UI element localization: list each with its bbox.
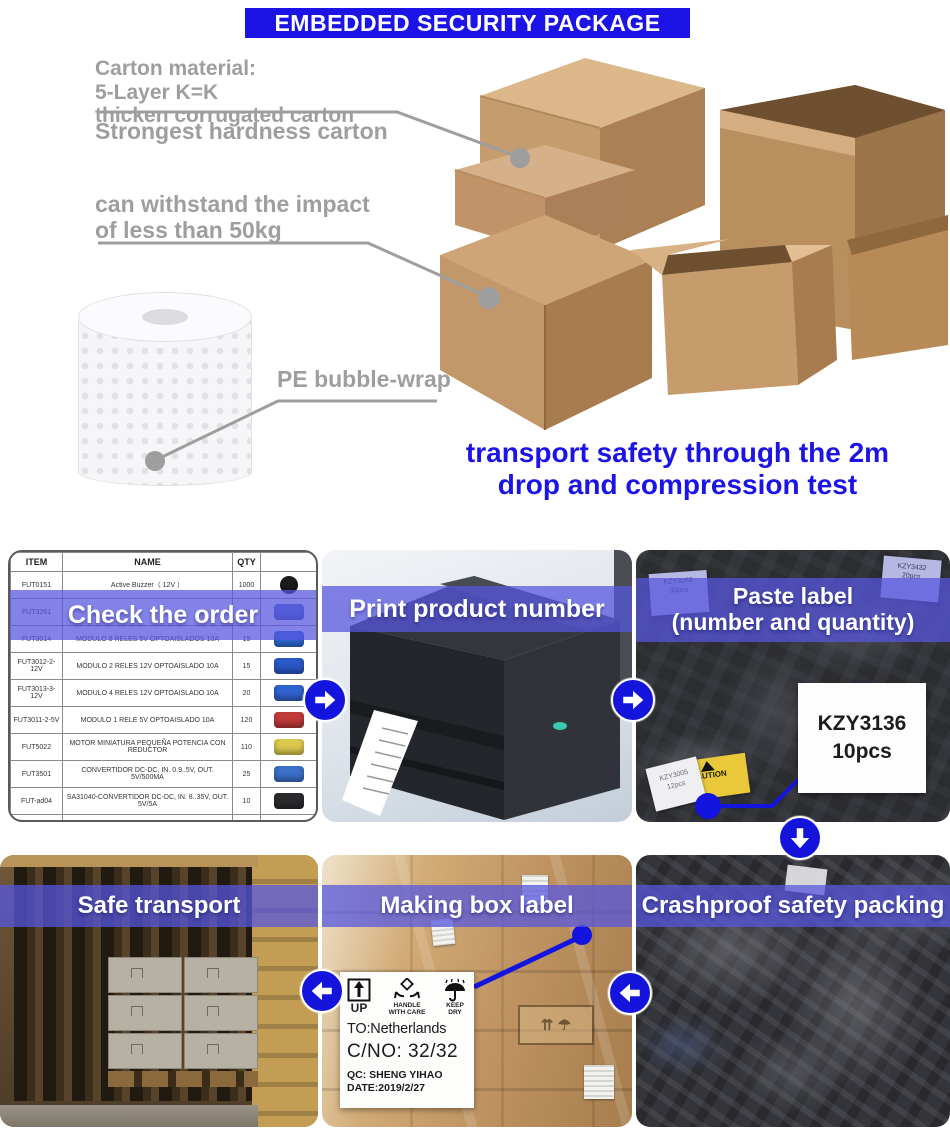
item-qty-cell: 120 — [232, 706, 261, 734]
title-banner: EMBEDDED SECURITY PACKAGE — [245, 8, 690, 38]
relay-module-icon — [273, 712, 304, 728]
item-photo-cell — [260, 787, 316, 815]
callout-bubble-wrap: PE bubble-wrap — [277, 366, 451, 392]
callout-impact: can withstand the impact of less than 50… — [95, 191, 370, 243]
order-table-header-cell: NAME — [62, 552, 233, 572]
item-code-cell: FUT3013-3-12V — [10, 679, 63, 707]
page-title: EMBEDDED SECURITY PACKAGE — [274, 9, 661, 36]
item-name-cell: MODULO 1 RELE 5V OPTOAISLADO 10A — [62, 706, 233, 734]
arrow-down-icon — [778, 816, 822, 860]
handle-with-care-icon — [394, 978, 420, 999]
relay-module-icon — [273, 685, 304, 701]
ship-to-text: TO:Netherlands — [347, 1021, 447, 1037]
step-label-making-label: Making box label — [380, 891, 574, 919]
item-code-cell: FUT-ad04 — [10, 787, 63, 815]
carton-boxes-image — [440, 58, 948, 430]
step-label-paste-label: Paste label — [732, 583, 854, 610]
item-qty-cell: 10 — [232, 787, 261, 815]
callout-hardness: Strongest hardness carton — [95, 118, 388, 144]
date-text: DATE:2019/2/27 — [347, 1082, 426, 1094]
order-table-header-cell: ITEM — [10, 552, 63, 572]
step-panel-crashproof: Crashproof safety packing — [636, 855, 950, 1127]
item-name-cell: CONVERTIDOR DC-DC, IN. 0.9..5V, OUT. 5V/… — [62, 760, 233, 788]
step-label-crashproof: Crashproof safety packing — [641, 891, 945, 919]
item-qty-cell: 110 — [232, 733, 261, 761]
item-code-cell: FUT3501 — [10, 760, 63, 788]
qc-text: QC: SHENG YIHAO — [347, 1069, 443, 1081]
quantity-card: KZY3136 10pcs — [798, 683, 926, 793]
step-panel-print-number: Print product number — [322, 550, 632, 822]
item-qty-cell: 15 — [232, 652, 261, 680]
shipping-label-card: UP HANDLE WITH CARE KEEP DRY — [340, 972, 474, 1108]
carton-number-text: C/NO: 32/32 — [347, 1041, 459, 1062]
wooden-pallet-image — [108, 1071, 258, 1087]
buzzer-icon — [279, 576, 298, 594]
step-label-check-order: Check the order — [67, 601, 259, 629]
step-label-safe-transport: Safe transport — [77, 891, 241, 919]
step-label-print-number: Print product number — [349, 595, 605, 623]
up-arrow-icon — [347, 978, 371, 1002]
step-panel-making-label: ⇈ ☂ UP HANDLE WITH CARE — [322, 855, 632, 1127]
item-code-cell: FUT3011-2-5V — [10, 706, 63, 734]
item-photo-cell — [260, 760, 316, 788]
fragile-stamps-icon: ⇈ ☂ — [518, 1005, 594, 1045]
item-qty-cell: 20 — [232, 679, 261, 707]
arrow-right-icon — [303, 678, 347, 722]
table-row — [10, 814, 316, 820]
item-name-cell: MODULO 2 RELES 12V OPTOAISLADO 10A — [62, 652, 233, 680]
arrow-left-icon — [608, 971, 652, 1015]
item-qty-cell: 25 — [232, 760, 261, 788]
converter-board-icon — [273, 766, 304, 782]
order-table-header-cell: QTY — [232, 552, 261, 572]
keep-dry-icon — [445, 978, 465, 1002]
arrow-right-icon — [611, 678, 655, 722]
converter-icon — [273, 793, 304, 809]
item-name-cell: SA31040-CONVERTIDOR DC-DC, IN. 8..35V, O… — [62, 787, 233, 815]
transport-safety-text: transport safety through the 2m drop and… — [465, 437, 890, 500]
item-photo-cell — [260, 652, 316, 680]
relay-module-icon — [273, 658, 304, 674]
item-photo-cell — [260, 733, 316, 761]
step-panel-safe-transport: Safe transport — [0, 855, 318, 1127]
callout-carton-material: Carton material: 5-Layer K=K thicken cor… — [95, 57, 355, 128]
bubble-wrap-roll-image — [78, 292, 252, 497]
item-code-cell: FUT5022 — [10, 733, 63, 761]
arrow-left-icon — [300, 969, 344, 1013]
item-name-cell: MODULO 4 RELES 12V OPTOAISLADO 10A — [62, 679, 233, 707]
label-printer-image — [342, 550, 632, 820]
step-panel-paste-label: KZY3069 30pcs KZY3432 20pcs KZY3136 10pc… — [636, 550, 950, 822]
item-name-cell: MOTOR MINIATURA PEQUEÑA POTENCIA CON RED… — [62, 733, 233, 761]
order-table-header-cell — [260, 552, 316, 572]
pallet-of-boxes-image — [108, 957, 258, 1087]
motor-icon — [273, 739, 304, 755]
item-code-cell: FUT3012-2-12V — [10, 652, 63, 680]
